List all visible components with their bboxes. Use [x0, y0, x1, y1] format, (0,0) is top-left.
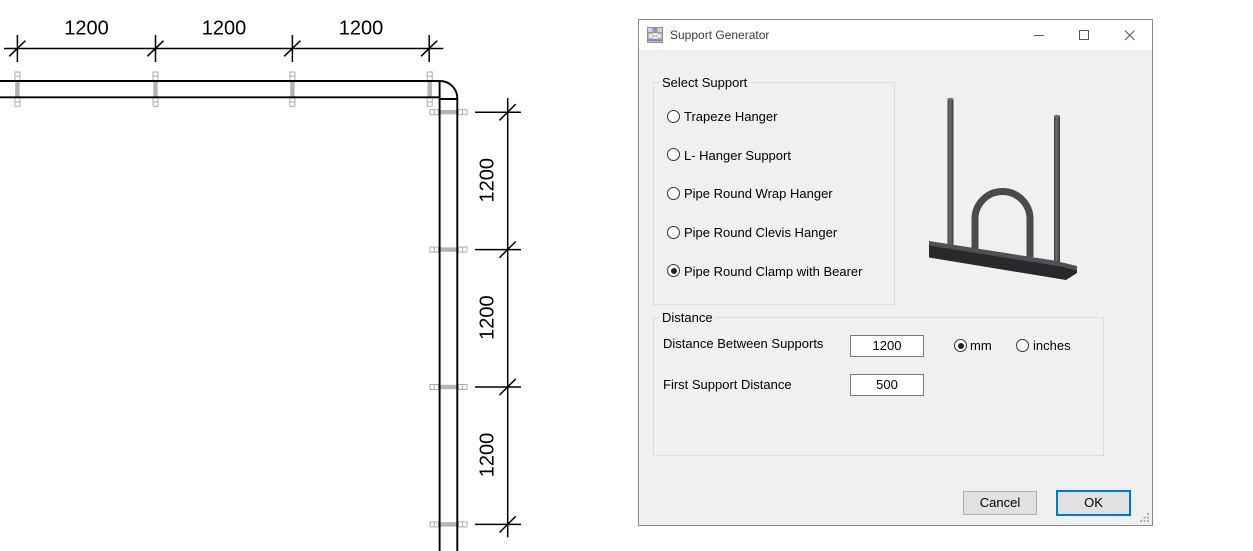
svg-text:1200: 1200	[64, 17, 109, 39]
svg-text:1200: 1200	[477, 433, 499, 478]
svg-text:1200: 1200	[339, 17, 384, 39]
svg-text:1200: 1200	[477, 295, 499, 340]
svg-text:1200: 1200	[202, 17, 247, 39]
svg-text:1200: 1200	[477, 158, 499, 203]
